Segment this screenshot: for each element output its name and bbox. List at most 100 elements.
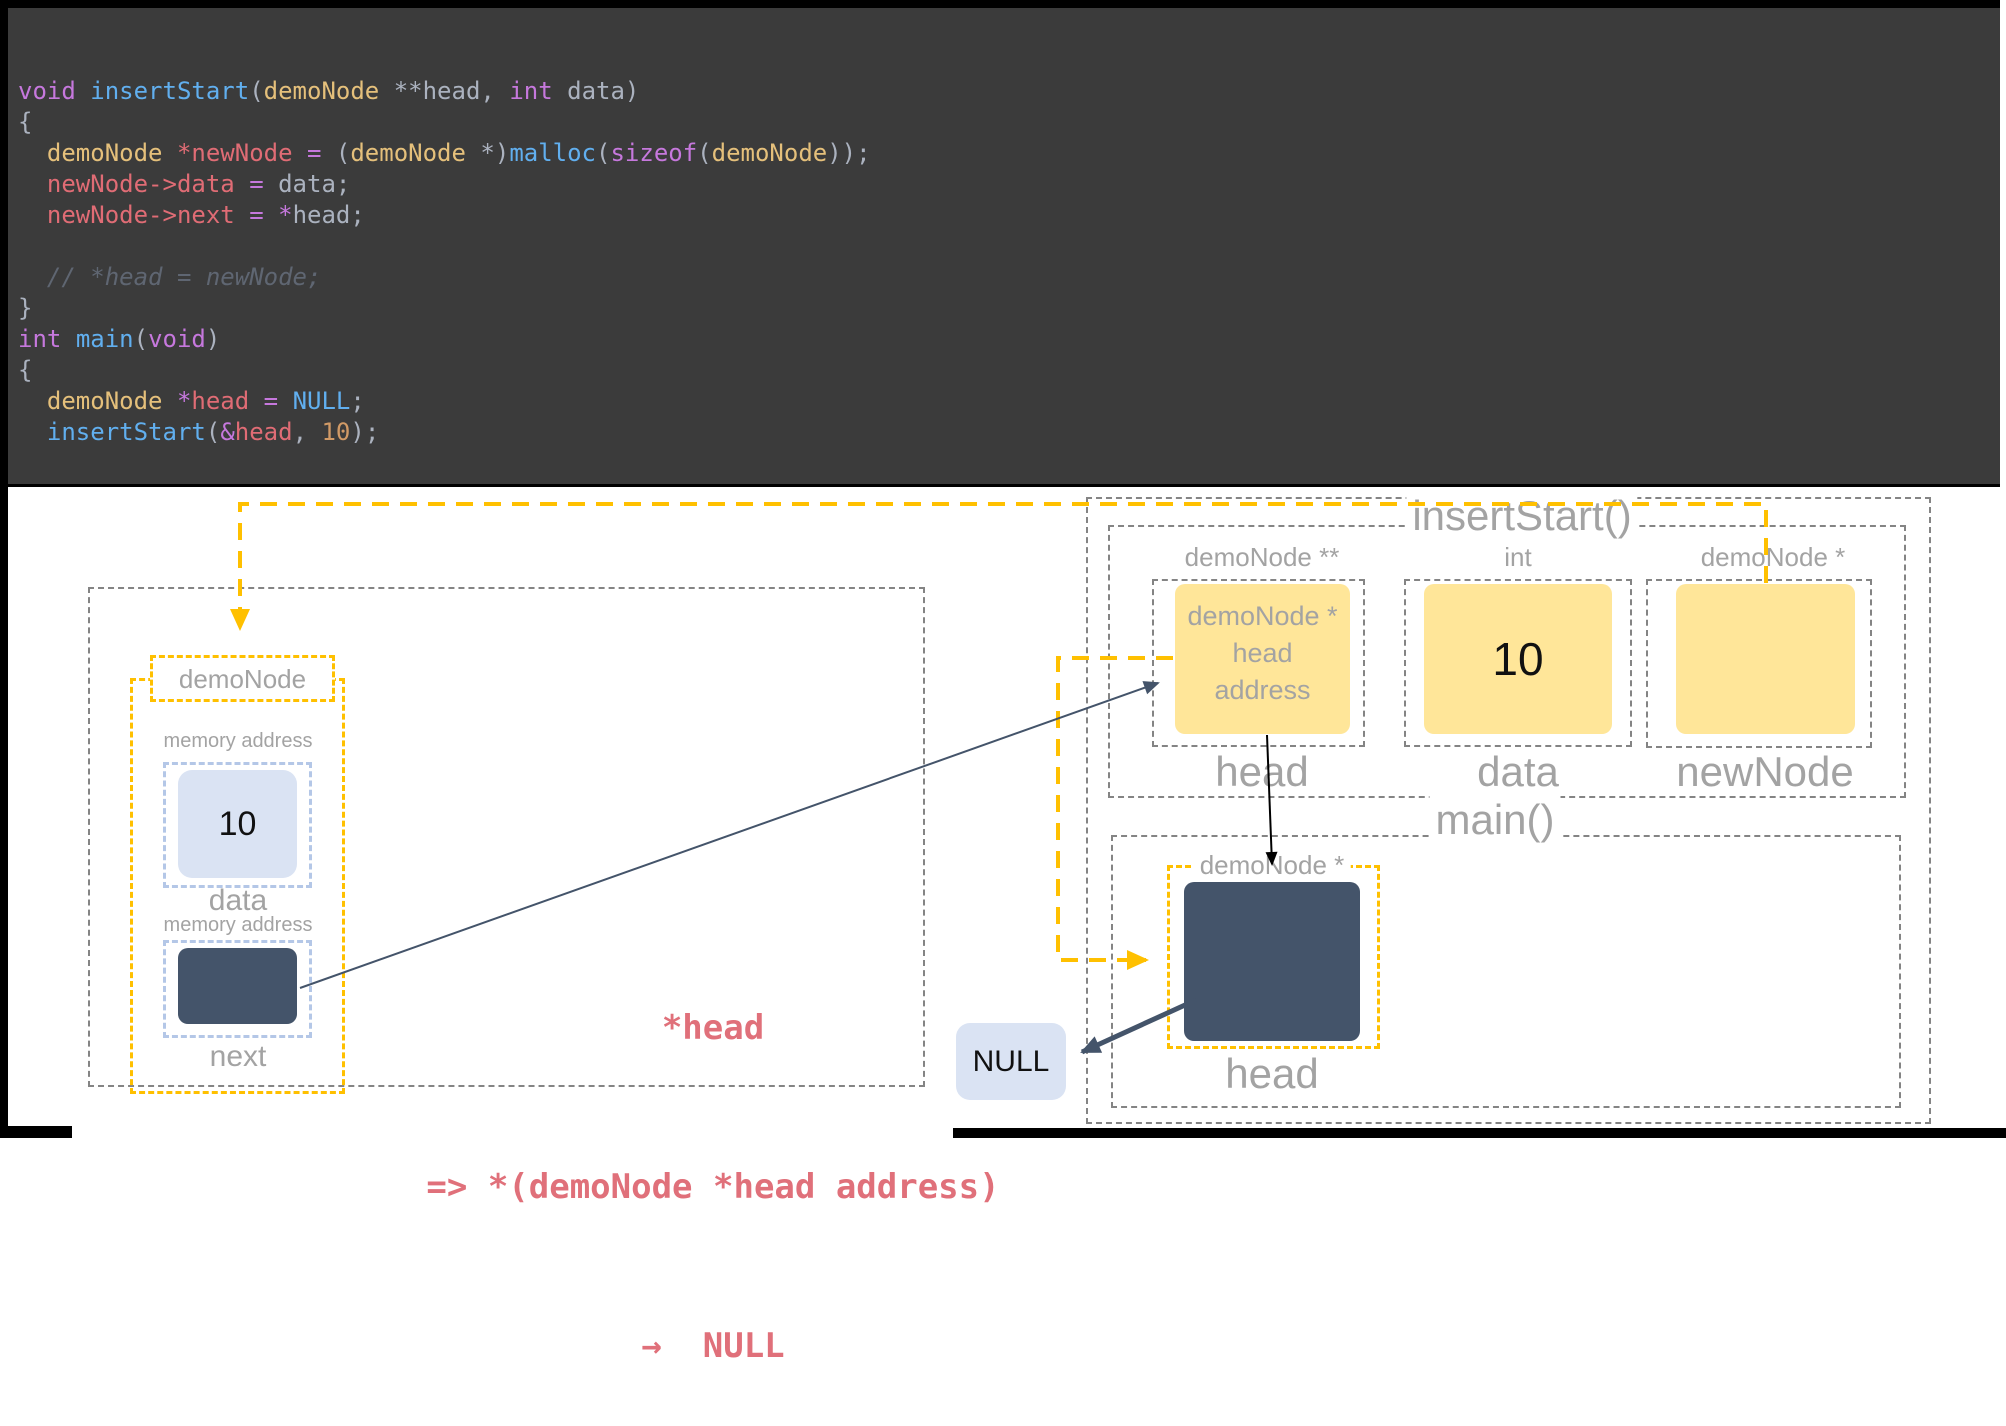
code-token: head (292, 201, 351, 229)
data-cell-value: 10 (218, 805, 257, 843)
code-token: insertStart (46, 418, 206, 446)
slide-canvas: { "code": { "lines": [ [{"t":"void","c":… (0, 0, 2006, 1366)
code-token: ( (321, 139, 351, 167)
dereference-annotation: *head => *(demoNode *head address) → NUL… (378, 896, 1048, 1426)
code-token: ) (624, 77, 640, 105)
data-param-type: int (1504, 542, 1532, 572)
code-token: data (567, 77, 625, 105)
code-token: ** (393, 77, 423, 105)
code-token (18, 418, 47, 446)
code-token: ; (350, 201, 365, 229)
code-token (553, 77, 567, 105)
code-token: demoNode (46, 139, 163, 167)
head-param-name: head (1215, 748, 1309, 795)
code-token (264, 170, 278, 198)
code-token: int (509, 77, 553, 105)
code-token: main (75, 325, 134, 353)
newnode-var-name: newNode (1676, 748, 1854, 795)
code-token: , (480, 77, 510, 105)
null-label: NULL (972, 1045, 1050, 1078)
code-token: = (249, 170, 264, 198)
null-box: NULL (956, 1023, 1066, 1100)
code-token: } (18, 294, 33, 322)
code-token: void (148, 325, 206, 353)
code-token: ( (596, 139, 611, 167)
code-token (264, 201, 278, 229)
head-param-cell: demoNode * head address (1175, 584, 1350, 734)
code-token: = (249, 201, 264, 229)
code-editor-panel: void insertStart(demoNode **head, int da… (0, 0, 2000, 487)
code-token (235, 201, 249, 229)
annotation-line-1: *head (661, 1008, 765, 1048)
code-token: *) (465, 139, 510, 167)
demonode-title: demoNode (178, 664, 307, 694)
code-token (293, 139, 307, 167)
code-token: * (176, 387, 192, 415)
code-line: } (18, 293, 2000, 324)
data-param-name: data (1477, 748, 1559, 795)
head-param-line1: demoNode * (1187, 601, 1338, 631)
code-token: = (263, 387, 279, 415)
code-token: = (307, 139, 322, 167)
code-token: ) (205, 325, 221, 353)
head-param-line3: address (1214, 675, 1311, 705)
code-token: sizeof (610, 139, 698, 167)
code-token: demoNode (263, 77, 380, 105)
code-token (61, 325, 75, 353)
data-param-cell: 10 (1424, 584, 1612, 734)
code-token: ( (133, 325, 149, 353)
code-token: *newNode (176, 139, 293, 167)
code-token (249, 387, 263, 415)
newnode-var-cell (1676, 584, 1855, 734)
code-line: newNode->data = data; (18, 169, 2000, 200)
demonode-title-box: demoNode (150, 655, 335, 702)
code-token: , (292, 418, 322, 446)
code-line: newNode->next = *head; (18, 200, 2000, 231)
next-cell (178, 948, 297, 1024)
code-line: demoNode *newNode = (demoNode *)malloc(s… (18, 138, 2000, 169)
code-token: NULL (292, 387, 351, 415)
code-token (76, 77, 90, 105)
code-line: { (18, 355, 2000, 386)
code-token (18, 201, 47, 229)
code-token: { (18, 108, 33, 136)
code-token (18, 170, 47, 198)
code-line: insertStart(&head, 10); (18, 417, 2000, 448)
code-token (18, 387, 47, 415)
code-token: void (18, 77, 76, 105)
code-token: data (278, 170, 336, 198)
bottom-right-black-bar (953, 1128, 2006, 1138)
code-token: ( (697, 139, 712, 167)
head-param-type: demoNode ** (1184, 542, 1340, 572)
code-token (163, 139, 177, 167)
code-token: demoNode (711, 139, 828, 167)
code-token (18, 139, 47, 167)
insertstart-title: insertStart() (1406, 492, 1638, 540)
head-param-line2: head (1232, 638, 1293, 668)
code-token: int (18, 325, 62, 353)
code-line: int main(void) (18, 324, 2000, 355)
code-token: ); (350, 418, 380, 446)
code-token (235, 170, 249, 198)
left-black-bar (0, 0, 8, 1138)
code-token: malloc (509, 139, 597, 167)
code-token: ( (249, 77, 264, 105)
code-token (163, 387, 177, 415)
code-token: & (220, 418, 235, 446)
code-token: head (191, 387, 250, 415)
code-token: head (234, 418, 293, 446)
code-token (278, 387, 292, 415)
code-token: { (18, 356, 33, 384)
code-token: demoNode (46, 387, 163, 415)
code-token: ; (350, 387, 365, 415)
code-token: head (422, 77, 481, 105)
top-black-bar (0, 0, 1992, 8)
next-cell-frame (163, 940, 312, 1038)
code-token: * (278, 201, 293, 229)
code-token: insertStart (90, 77, 250, 105)
code-line (18, 231, 2000, 262)
main-head-cell (1184, 882, 1360, 1041)
code-line: demoNode *head = NULL; (18, 386, 2000, 417)
code-line: { (18, 107, 2000, 138)
code-token: newNode->data (46, 170, 235, 198)
